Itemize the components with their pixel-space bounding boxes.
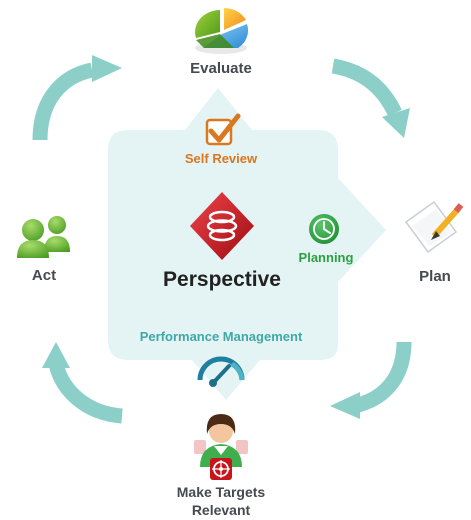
act-label: Act <box>31 267 57 284</box>
pie-chart-icon <box>195 8 249 54</box>
make-targets-label-line1: Make Targets <box>176 484 266 500</box>
arrowhead-evaluate <box>92 55 122 82</box>
person-target-icon <box>194 414 248 480</box>
plan-label: Plan <box>419 268 451 285</box>
planning-label: Planning <box>298 250 354 265</box>
perspective-title: Perspective <box>163 268 281 291</box>
cycle-arrows <box>32 58 412 424</box>
arrowhead-targets <box>330 392 360 419</box>
perspective-logo-icon <box>190 192 254 260</box>
checkmark-box-icon <box>205 113 241 146</box>
evaluate-label: Evaluate <box>190 60 252 77</box>
performance-label: Performance Management <box>139 329 303 344</box>
paper-pencil-icon <box>404 200 464 254</box>
arrow-evaluate-to-plan <box>331 58 402 117</box>
hub-shape <box>108 88 386 400</box>
clock-icon <box>309 214 339 244</box>
make-targets-label-line2: Relevant <box>191 502 251 518</box>
arrow-act-to-evaluate <box>32 62 94 141</box>
self-review-label: Self Review <box>184 151 258 166</box>
gauge-icon <box>197 356 245 387</box>
arrow-plan-to-targets <box>355 341 412 413</box>
arrow-targets-to-act <box>48 361 123 424</box>
people-icon <box>17 216 70 258</box>
arrowhead-act <box>42 342 70 368</box>
arrowhead-plan <box>382 108 410 138</box>
